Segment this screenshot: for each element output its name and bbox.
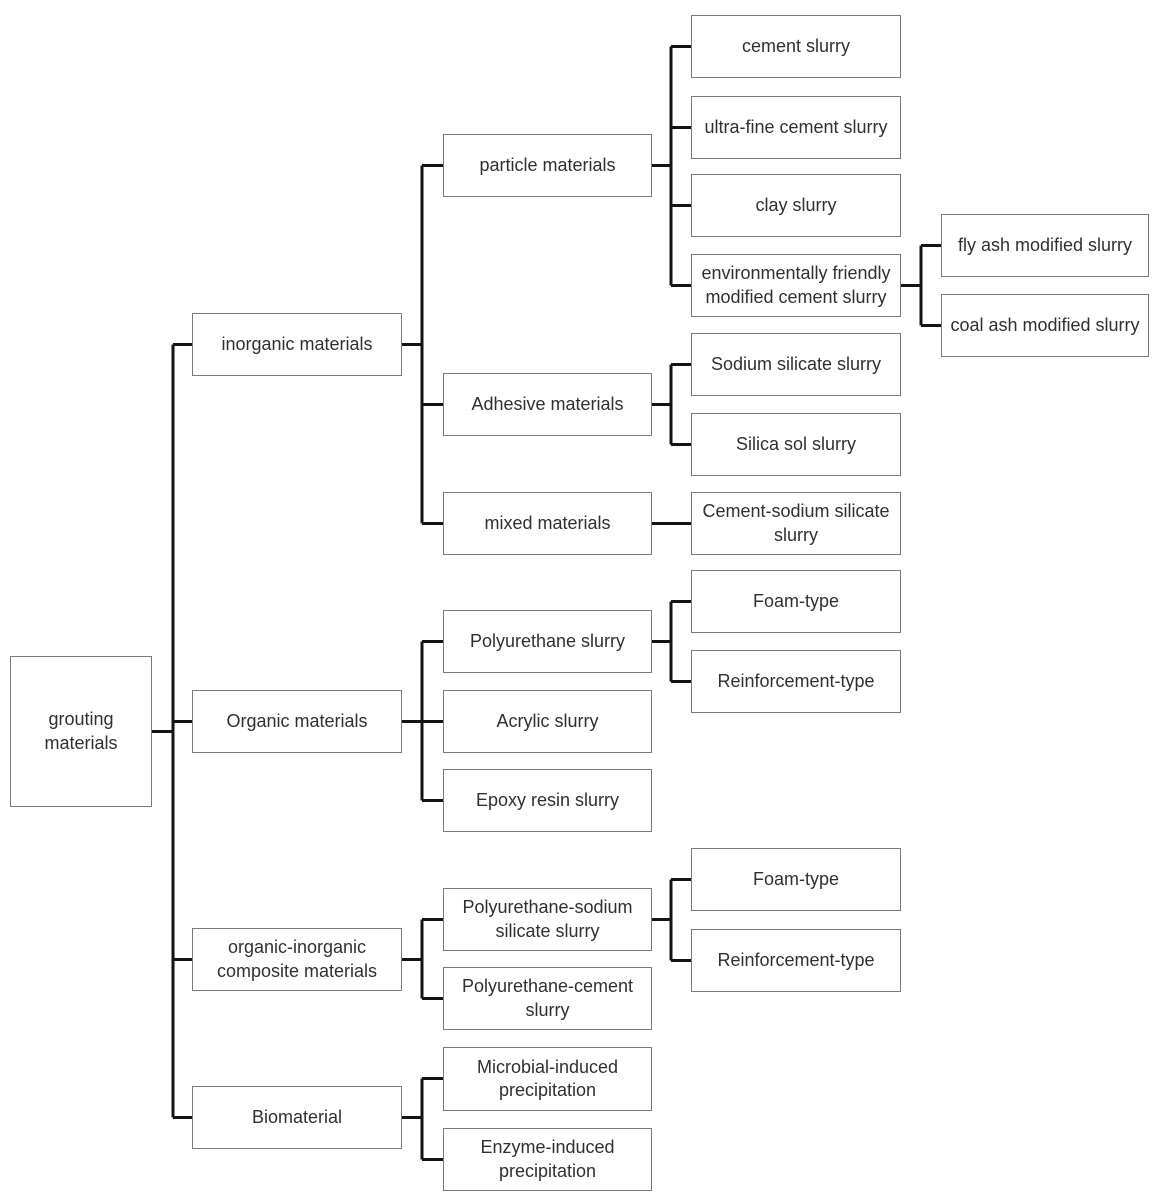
node-epoxy-resin-slurry: Epoxy resin slurry xyxy=(443,769,652,832)
node-organic-inorganic-composite-materials: organic-inorganic composite materials xyxy=(192,928,402,991)
connector-root-branches xyxy=(152,343,192,1119)
node-coal-ash-modified-slurry: coal ash modified slurry xyxy=(941,294,1149,357)
node-polyurethane-sodium-silicate-slurry: Polyurethane-sodium silicate slurry xyxy=(443,888,652,951)
connector-particle-children xyxy=(652,45,691,287)
node-microbial-induced-precipitation: Microbial-induced precipitation xyxy=(443,1047,652,1111)
node-foam-type-composite: Foam-type xyxy=(691,848,901,911)
connector-envfriendly-children xyxy=(901,244,941,327)
node-fly-ash-modified-slurry: fly ash modified slurry xyxy=(941,214,1149,277)
node-grouting-materials: grouting materials xyxy=(10,656,152,807)
node-mixed-materials: mixed materials xyxy=(443,492,652,555)
node-cement-sodium-silicate-slurry: Cement-sodium silicate slurry xyxy=(691,492,901,555)
node-foam-type-organic: Foam-type xyxy=(691,570,901,633)
node-enzyme-induced-precipitation: Enzyme-induced precipitation xyxy=(443,1128,652,1191)
node-clay-slurry: clay slurry xyxy=(691,174,901,237)
node-silica-sol-slurry: Silica sol slurry xyxy=(691,413,901,476)
node-polyurethane-cement-slurry: Polyurethane-cement slurry xyxy=(443,967,652,1030)
node-reinforcement-type-composite: Reinforcement-type xyxy=(691,929,901,992)
connector-organic-children xyxy=(402,640,443,802)
node-polyurethane-slurry: Polyurethane slurry xyxy=(443,610,652,673)
node-organic-materials: Organic materials xyxy=(192,690,402,753)
node-inorganic-materials: inorganic materials xyxy=(192,313,402,376)
node-biomaterial: Biomaterial xyxy=(192,1086,402,1149)
connector-polyurethane-children xyxy=(652,600,691,683)
connector-composite-children xyxy=(402,918,443,1000)
node-cement-slurry: cement slurry xyxy=(691,15,901,78)
node-sodium-silicate-slurry: Sodium silicate slurry xyxy=(691,333,901,396)
node-ultra-fine-cement-slurry: ultra-fine cement slurry xyxy=(691,96,901,159)
node-reinforcement-type-organic: Reinforcement-type xyxy=(691,650,901,713)
connector-inorganic-children xyxy=(402,164,443,525)
node-adhesive-materials: Adhesive materials xyxy=(443,373,652,436)
node-acrylic-slurry: Acrylic slurry xyxy=(443,690,652,753)
connector-biomaterial-children xyxy=(402,1077,443,1161)
node-particle-materials: particle materials xyxy=(443,134,652,197)
connector-adhesive-children xyxy=(652,363,691,446)
node-env-friendly-modified-cement-slurry: environmentally friendly modified cement… xyxy=(691,254,901,317)
connector-polysodium-children xyxy=(652,878,691,962)
